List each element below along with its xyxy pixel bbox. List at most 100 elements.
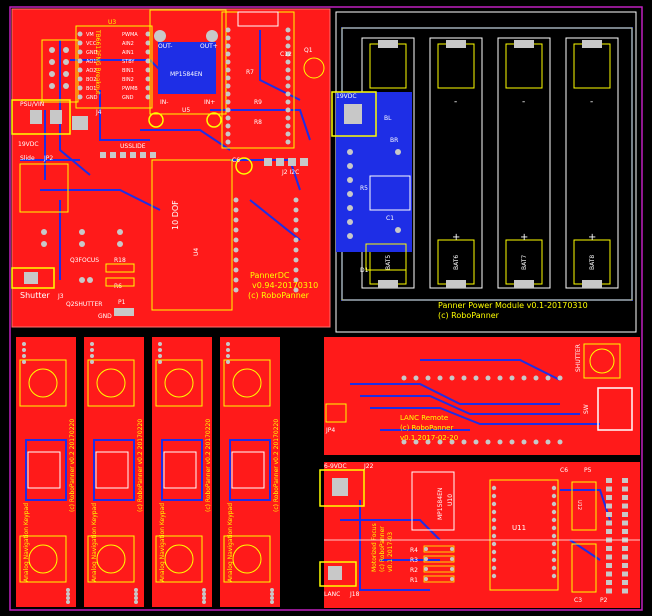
motor-header-pad	[606, 512, 612, 517]
motor-header-pad	[606, 503, 612, 509]
dof-pads	[233, 197, 299, 293]
u3-right-pad	[145, 49, 151, 55]
u3-left-pin-label: BO2	[86, 77, 96, 83]
u11-pad	[551, 525, 557, 531]
lanc-pad	[485, 439, 491, 445]
mcu-pads-right	[285, 27, 291, 145]
main-board-title-3: (c) RoboPanner	[248, 291, 310, 300]
usslide-pad	[150, 152, 156, 158]
keypad-pad	[158, 348, 162, 352]
psu-jack	[11, 99, 71, 135]
lanc-jp4	[325, 403, 347, 423]
usslide-label: USSLIDE	[120, 143, 146, 150]
shutter-jack	[11, 267, 55, 289]
keypad-pad	[158, 354, 162, 358]
mcu-pad	[285, 83, 291, 89]
keypad-button-bottom	[19, 535, 67, 583]
shutter-label: Shutter	[20, 291, 50, 300]
slide-label: Slide	[20, 155, 35, 162]
bl-label: BL	[384, 115, 392, 122]
power-pads	[347, 149, 407, 271]
keypad-pad	[22, 354, 26, 358]
lanc-pad	[533, 375, 539, 381]
motor-header-pad	[606, 546, 612, 551]
motor-resistor-label: R1	[410, 577, 418, 584]
usslide-pad	[130, 152, 136, 158]
battery-contact	[378, 40, 398, 48]
keypad-button-cap	[232, 368, 262, 398]
motor-header-pad	[622, 580, 628, 585]
keypad-pad	[90, 342, 94, 346]
u3-right-pin-label: BIN1	[122, 68, 134, 74]
keypad-center-button	[163, 451, 197, 489]
keypad-pad	[226, 354, 230, 358]
u3-right-pad	[145, 58, 151, 64]
mcu-pad	[285, 43, 291, 49]
c6-capacitor	[235, 157, 253, 175]
u11-pad	[551, 493, 557, 499]
keypad-copyright: (c) RoboPanner v0.2 20170220	[137, 419, 144, 512]
u3-right-pad	[145, 76, 151, 82]
u3-right-pin-label: BIN2	[122, 77, 134, 83]
u3-left-pad	[77, 76, 83, 82]
u3-left-pad	[77, 40, 83, 46]
motor-header-pad	[606, 478, 612, 483]
keypad-center-button	[27, 451, 61, 489]
u11-pad	[491, 485, 497, 491]
usslide-pad	[110, 152, 116, 158]
shutter-jack-pad	[24, 272, 38, 284]
u3-left-pad	[77, 31, 83, 37]
r8-label: R8	[254, 119, 262, 126]
battery-contact	[378, 280, 398, 288]
u10-label: U10	[447, 494, 454, 506]
keypad-button-cap	[96, 368, 126, 398]
u3-right-pad	[145, 67, 151, 73]
u3-right-pad	[145, 85, 151, 91]
keypad-pad	[202, 588, 206, 592]
keypad-pad	[270, 600, 274, 604]
mcu-pads-left	[225, 27, 231, 145]
mcu-pad	[225, 67, 231, 73]
misc-vias	[41, 229, 123, 283]
lanc-shutter-button-cap	[589, 348, 615, 374]
j2-pads	[264, 158, 308, 166]
power-module-title-1: Panner Power Module v0.1-20170310	[438, 301, 588, 310]
keypad-button-top	[87, 359, 135, 407]
dof-pad	[293, 247, 299, 253]
dof-pad	[233, 267, 239, 273]
power-19vdc-label: 19VDC	[336, 93, 357, 100]
u11-pad	[491, 509, 497, 515]
keypad-button-cap	[164, 544, 194, 574]
mcu-pad	[225, 83, 231, 89]
keypad-pad	[202, 600, 206, 604]
motor-resistor-pad	[424, 577, 428, 581]
usslide-pad	[100, 152, 106, 158]
keypad-button-top	[155, 359, 203, 407]
keypad-copyright: (c) RoboPanner v0.2 20170220	[205, 419, 212, 512]
keypad-pad	[22, 360, 26, 364]
dof-pad	[293, 257, 299, 263]
u12-outline	[571, 481, 597, 531]
motor-header-pad	[622, 554, 628, 560]
keypad-pad	[134, 596, 138, 600]
mcu-pad	[225, 35, 231, 41]
battery-plus: +	[520, 232, 528, 243]
keypad-button-cap	[28, 368, 58, 398]
mcu-pad	[225, 107, 231, 113]
r5-label: R5	[360, 185, 368, 192]
keypad-pad	[226, 360, 230, 364]
usslide-header-pads	[100, 152, 156, 158]
keypad-pad	[202, 596, 206, 600]
u3-right-pin-label: AIN1	[122, 50, 134, 56]
lanc-pad	[473, 439, 479, 445]
keypad-pad	[270, 588, 274, 592]
reg-pad-2	[206, 112, 222, 128]
jp4-label: JP4	[325, 427, 335, 434]
u3-left-pin-label: GND	[86, 50, 98, 56]
keypad-center-button	[231, 451, 265, 489]
j4-connector	[72, 116, 88, 130]
j4-label: J4	[95, 109, 102, 116]
